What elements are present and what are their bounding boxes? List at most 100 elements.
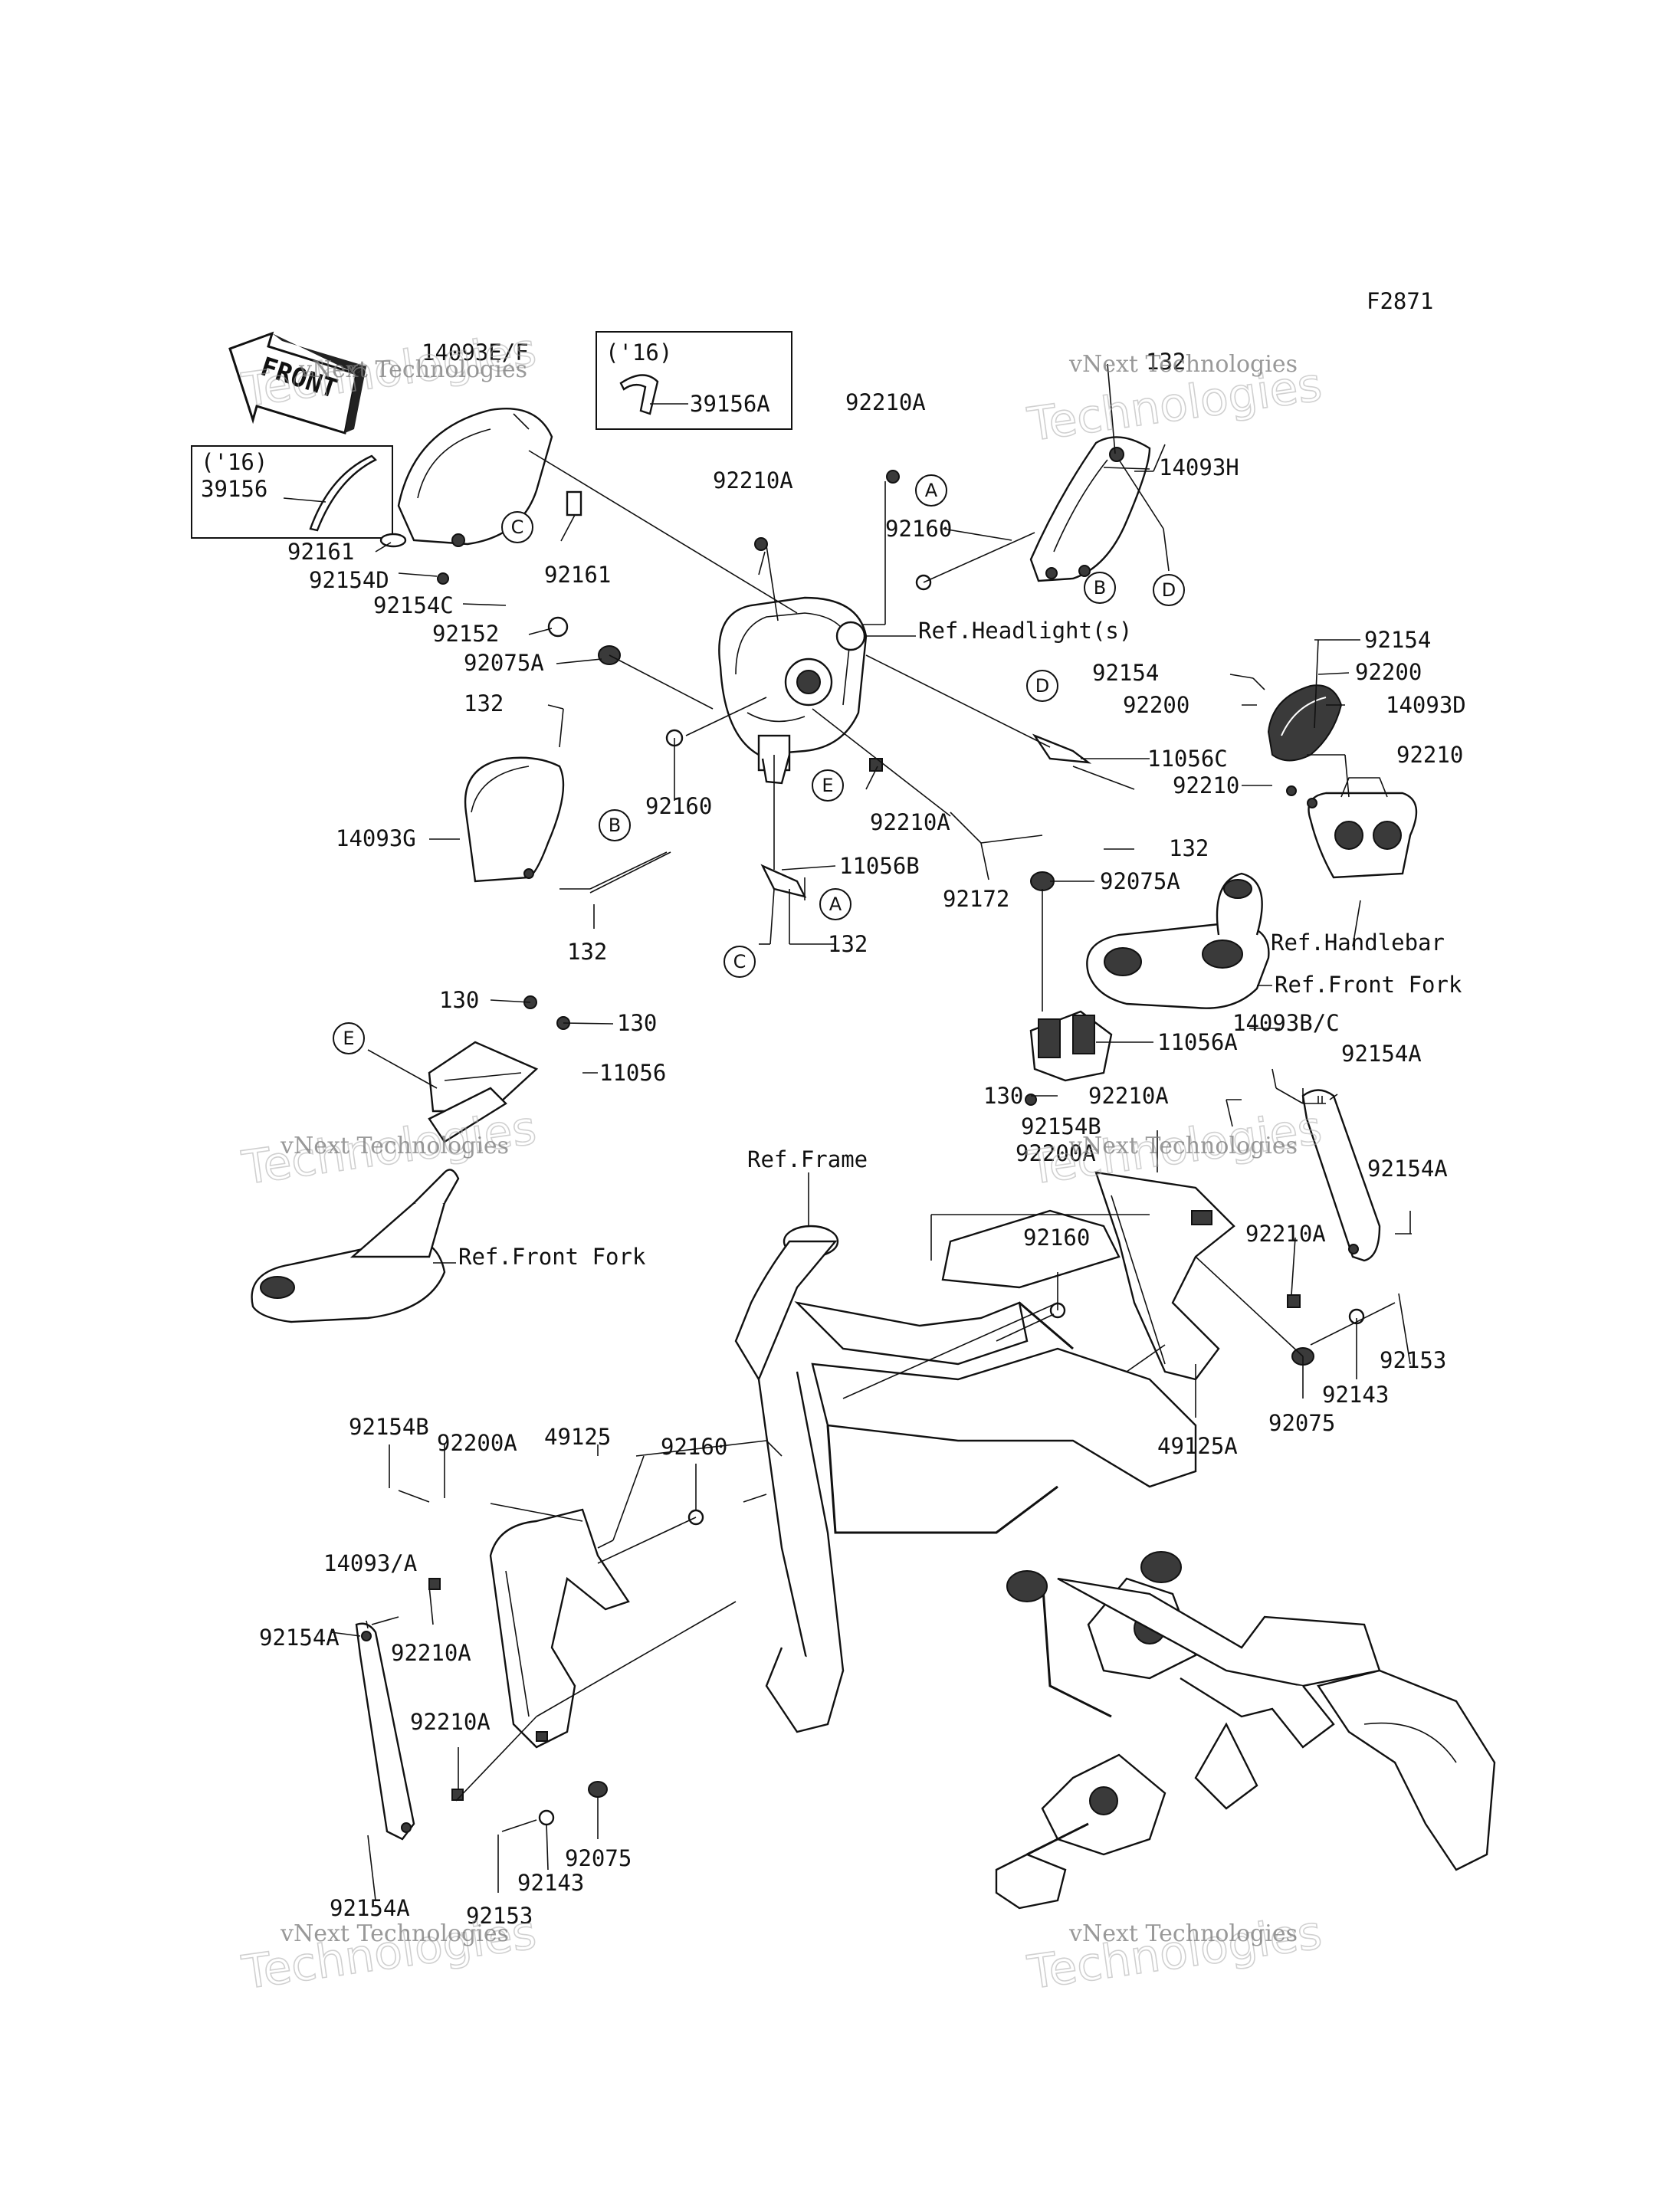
part-callout[interactable]: 92200A	[437, 1430, 517, 1456]
ref-handlebar[interactable]: Ref.Handlebar	[1271, 930, 1445, 956]
cover-14093b	[1301, 1089, 1381, 1262]
part-callout[interactable]: 92210A	[1088, 1083, 1169, 1109]
headlight-housing	[718, 596, 868, 785]
fork-upper-bracket	[1086, 872, 1270, 1009]
part-callout[interactable]: 92210A	[391, 1640, 471, 1666]
part-callout[interactable]: 92143	[517, 1870, 584, 1896]
part-callout[interactable]: 92200	[1355, 659, 1422, 685]
part-callout[interactable]: 92154A	[330, 1895, 410, 1921]
part-callout[interactable]: 130	[983, 1083, 1023, 1109]
part-callout[interactable]: 132	[567, 939, 607, 965]
part-callout[interactable]: 132	[464, 690, 504, 716]
part-callout[interactable]: 92210A	[1245, 1221, 1326, 1247]
part-callout[interactable]: 11056	[599, 1060, 666, 1086]
part-callout[interactable]: 14093H	[1159, 454, 1239, 480]
part-callout[interactable]: 92075A	[1100, 868, 1180, 894]
part-callout[interactable]: 130	[439, 987, 479, 1013]
part-callout[interactable]: 92154D	[309, 567, 389, 593]
svg-text:D: D	[1162, 579, 1176, 601]
part-callout[interactable]: 92154	[1092, 660, 1159, 686]
part-callout[interactable]: 14093G	[336, 825, 416, 851]
part-callout[interactable]: 92200A	[1016, 1140, 1096, 1166]
part-callout[interactable]: 92154B	[1021, 1113, 1101, 1139]
marker-b: B	[1084, 572, 1116, 604]
part-callout[interactable]: 92210A	[870, 809, 950, 835]
part-callout[interactable]: 92161	[287, 539, 354, 565]
part-callout[interactable]: 11056A	[1157, 1029, 1238, 1055]
svg-text:D: D	[1035, 675, 1049, 697]
ref-front-fork-left[interactable]: Ref.Front Fork	[458, 1244, 646, 1270]
figure-code: F2871	[1367, 288, 1433, 314]
part-callout[interactable]: 92172	[943, 886, 1009, 912]
part-callouts: 14093E/F 92161 92154D 92161 92154C 92152…	[259, 339, 1466, 1929]
svg-text:A: A	[829, 894, 842, 915]
part-callout[interactable]: 92210	[1173, 772, 1239, 798]
marker-e: E	[333, 1022, 365, 1054]
marker-b: B	[599, 809, 631, 841]
variant-part: 39156A	[690, 391, 770, 417]
svg-text:vNext Technologies: vNext Technologies	[298, 356, 527, 383]
circle-markers: A A B B C C D D E E	[333, 474, 1185, 1054]
part-callout[interactable]: 49125	[544, 1424, 611, 1450]
part-callout[interactable]: 92153	[466, 1903, 533, 1929]
part-callout[interactable]: 14093/A	[323, 1550, 417, 1576]
marker-c: C	[724, 946, 756, 978]
part-callout[interactable]: 132	[1146, 349, 1186, 375]
part-callout[interactable]: 14093E/F	[422, 339, 529, 366]
marker-a: A	[819, 888, 851, 920]
svg-text:E: E	[822, 775, 833, 796]
marker-e: E	[812, 769, 844, 802]
watermark: Technologies vNext Technologies	[1024, 351, 1326, 453]
part-callout[interactable]: 92161	[544, 562, 611, 588]
svg-text:vNext Technologies: vNext Technologies	[1068, 351, 1298, 378]
ref-frame[interactable]: Ref.Frame	[747, 1146, 868, 1172]
watermark: Technologies vNext Technologies	[1024, 1905, 1326, 2001]
fork-left-assembly	[251, 1041, 539, 1323]
variant-box-39156a: ('16) 39156A	[596, 331, 792, 430]
svg-text:A: A	[925, 480, 938, 501]
part-callout[interactable]: 14093B/C	[1232, 1010, 1340, 1036]
part-callout[interactable]: 92153	[1380, 1347, 1446, 1373]
part-callout[interactable]: 92075	[1268, 1410, 1335, 1436]
part-callout[interactable]: 11056B	[839, 853, 920, 879]
watermark: Technologies vNext Technologies	[238, 323, 540, 418]
part-callout[interactable]: 92160	[645, 793, 712, 819]
part-callout[interactable]: 92154A	[259, 1625, 340, 1651]
part-callout[interactable]: 92160	[1023, 1225, 1090, 1251]
part-callout[interactable]: 92075	[565, 1845, 632, 1871]
svg-text:C: C	[511, 516, 524, 538]
part-callout[interactable]: 92154	[1364, 627, 1431, 653]
part-callout[interactable]: 92154B	[349, 1414, 429, 1440]
part-callout[interactable]: 130	[617, 1010, 657, 1036]
ref-front-fork-right[interactable]: Ref.Front Fork	[1275, 972, 1462, 998]
part-callout[interactable]: 92152	[432, 621, 499, 647]
variant-year: ('16)	[201, 449, 267, 475]
side-cover-14093d	[1267, 684, 1343, 762]
part-callout[interactable]: 92160	[885, 516, 952, 542]
part-callout[interactable]: 132	[828, 931, 868, 957]
part-callout[interactable]: 92154C	[373, 592, 454, 618]
part-callout[interactable]: 49125A	[1157, 1433, 1238, 1459]
marker-c: C	[501, 511, 533, 543]
part-callout[interactable]: 92160	[661, 1434, 727, 1460]
part-callout[interactable]: 92154A	[1367, 1156, 1448, 1182]
part-callout[interactable]: 92210	[1396, 742, 1463, 768]
part-callout[interactable]: 92075A	[464, 650, 544, 676]
ref-headlight[interactable]: Ref.Headlight(s)	[918, 618, 1132, 644]
watermark: Technologies vNext Technologies	[238, 1100, 540, 1196]
part-callout[interactable]: 92154A	[1341, 1041, 1422, 1067]
part-callout[interactable]: 92210A	[410, 1709, 491, 1735]
part-callout[interactable]: 132	[1169, 835, 1209, 861]
part-callout[interactable]: 92200	[1123, 692, 1189, 718]
marker-d: D	[1153, 574, 1185, 606]
leader-lines	[330, 363, 1412, 1901]
part-callout[interactable]: 92210A	[713, 467, 793, 494]
part-callout[interactable]: 92210A	[845, 389, 926, 415]
part-callout[interactable]: 11056C	[1147, 746, 1228, 772]
part-callout[interactable]: 92143	[1322, 1382, 1389, 1408]
watermark: Technologies vNext Technologies	[238, 1905, 540, 2001]
part-callout[interactable]: 14093D	[1386, 692, 1466, 718]
marker-d: D	[1026, 670, 1058, 702]
main-frame	[734, 1209, 1496, 1910]
